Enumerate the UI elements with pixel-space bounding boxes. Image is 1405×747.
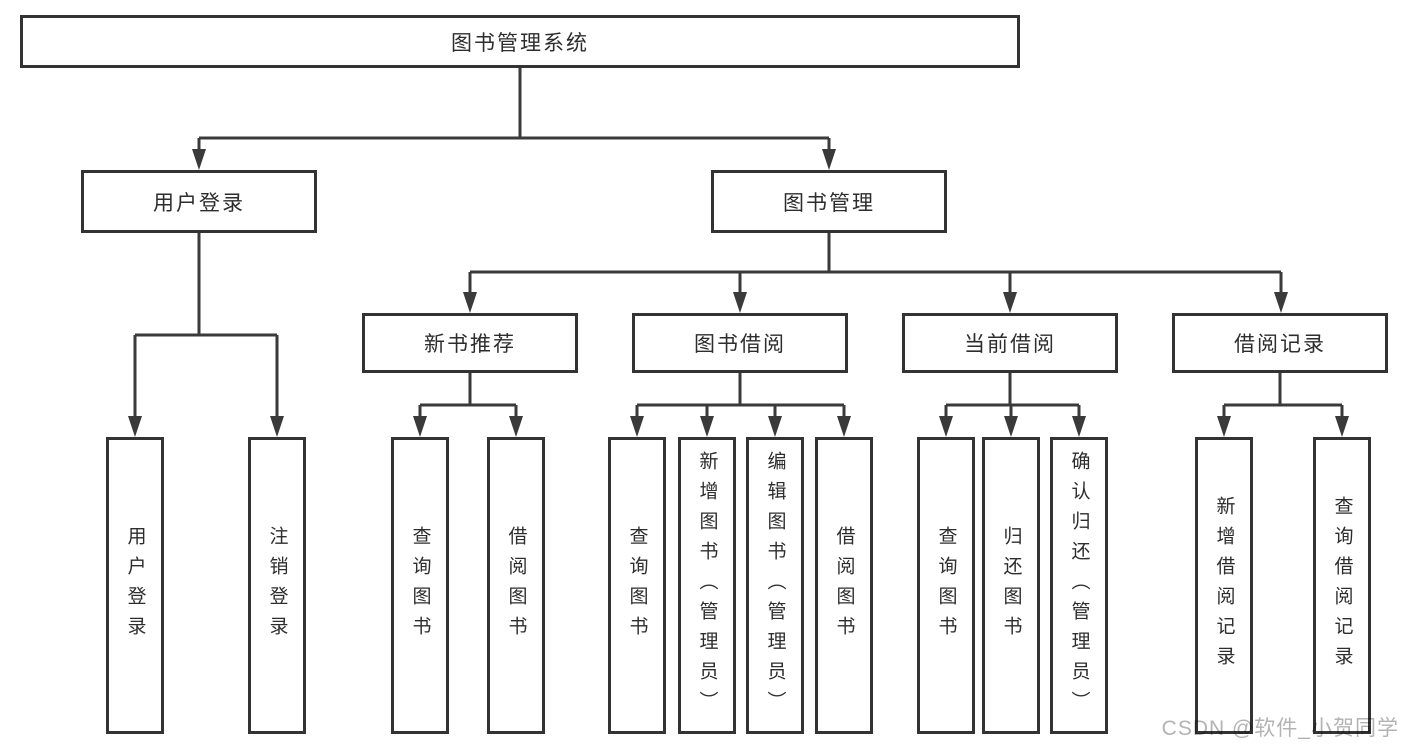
node-label: 查询借阅记录	[1331, 495, 1353, 676]
leaf-borrow-books-recommend: 借阅图书	[487, 437, 545, 734]
node-label: 注销登录	[266, 525, 288, 646]
node-label: 借阅图书	[833, 525, 855, 646]
node-library-management-system: 图书管理系统	[20, 15, 1020, 68]
arrowhead-icon	[192, 149, 206, 170]
arrowhead-icon	[822, 149, 836, 170]
arrowhead-icon	[630, 416, 644, 437]
node-book-management: 图书管理	[711, 170, 947, 233]
node-label: 用户登录	[153, 191, 245, 215]
arrowhead-icon	[733, 292, 747, 313]
node-label: 借阅图书	[505, 525, 527, 646]
node-label: 图书借阅	[694, 333, 786, 356]
node-label: 新书推荐	[424, 333, 516, 356]
arrowhead-icon	[128, 416, 142, 437]
node-current-borrow: 当前借阅	[902, 313, 1118, 373]
leaf-borrow-books: 借阅图书	[815, 437, 873, 734]
node-label: 归还图书	[1000, 525, 1022, 646]
node-borrow-records: 借阅记录	[1172, 313, 1388, 373]
connector-book-management	[468, 233, 1283, 295]
arrowhead-icon	[1274, 292, 1288, 313]
arrowhead-icon	[768, 416, 782, 437]
leaf-edit-book-admin: 编辑图书（管理员）	[746, 437, 804, 734]
node-label: 借阅记录	[1234, 333, 1326, 356]
leaf-confirm-return-admin: 确认归还（管理员）	[1050, 437, 1108, 734]
leaf-return-books: 归还图书	[982, 437, 1040, 734]
node-label: 图书管理	[783, 191, 875, 215]
connector-current-borrow	[944, 373, 1081, 419]
csdn-watermark: CSDN @软件_小贺同学	[1161, 717, 1399, 740]
connector-root	[197, 68, 831, 152]
leaf-query-books-recommend: 查询图书	[391, 437, 449, 734]
arrowhead-icon	[1004, 416, 1018, 437]
node-book-borrow: 图书借阅	[632, 313, 848, 373]
leaf-add-book-admin: 新增图书（管理员）	[678, 437, 736, 734]
node-label: 图书管理系统	[451, 31, 589, 55]
arrowhead-icon	[1003, 292, 1017, 313]
arrowhead-icon	[270, 416, 284, 437]
connector-book-borrow	[635, 373, 846, 419]
node-label: 当前借阅	[964, 333, 1056, 356]
arrowhead-icon	[700, 416, 714, 437]
node-label: 用户登录	[124, 525, 146, 646]
arrowhead-icon	[413, 416, 427, 437]
leaf-query-borrow-record: 查询借阅记录	[1313, 437, 1371, 734]
node-label: 新增借阅记录	[1213, 495, 1235, 676]
node-label: 新增图书（管理员）	[696, 450, 718, 721]
leaf-query-books-borrow: 查询图书	[608, 437, 666, 734]
arrowhead-icon	[509, 416, 523, 437]
node-label: 查询图书	[935, 525, 957, 646]
connector-new-book-recommend	[418, 373, 518, 419]
connector-user-login	[133, 233, 279, 419]
node-label: 确认归还（管理员）	[1068, 450, 1090, 721]
connector-borrow-records	[1222, 373, 1344, 419]
node-user-login: 用户登录	[81, 170, 317, 233]
arrowhead-icon	[1217, 416, 1231, 437]
node-label: 查询图书	[626, 525, 648, 646]
arrowhead-icon	[837, 416, 851, 437]
leaf-query-books-current: 查询图书	[917, 437, 975, 734]
node-new-book-recommend: 新书推荐	[362, 313, 578, 373]
arrowhead-icon	[1072, 416, 1086, 437]
node-label: 编辑图书（管理员）	[764, 450, 786, 721]
arrowhead-icon	[1335, 416, 1349, 437]
leaf-user-login: 用户登录	[106, 437, 164, 734]
leaf-add-borrow-record: 新增借阅记录	[1195, 437, 1253, 734]
node-label: 查询图书	[409, 525, 431, 646]
leaf-logout-login: 注销登录	[248, 437, 306, 734]
arrowhead-icon	[939, 416, 953, 437]
arrowhead-icon	[463, 292, 477, 313]
